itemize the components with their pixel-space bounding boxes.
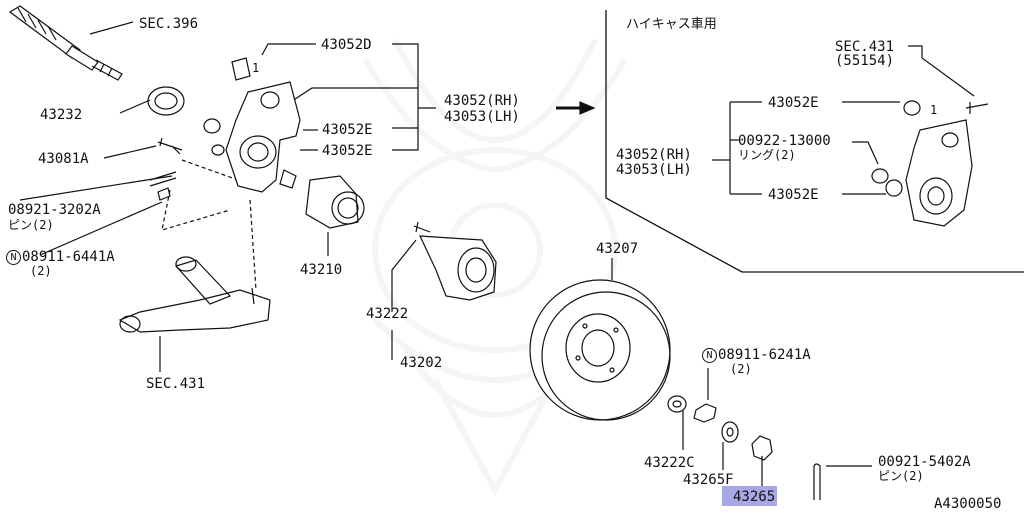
cotter-pin-icon: [813, 463, 821, 500]
label-43222[interactable]: 43222: [366, 306, 409, 322]
callout-number: 1: [252, 61, 260, 75]
drive-shaft-icon: [8, 5, 123, 81]
label-43052d[interactable]: 43052D: [321, 37, 372, 53]
hub-flange-icon: [413, 221, 497, 301]
inset-label-43052e-top[interactable]: 43052E: [768, 95, 819, 111]
label-pin-2b: ピン(2): [878, 469, 924, 483]
label-43052e-b[interactable]: 43052E: [322, 143, 373, 159]
label-43222c[interactable]: 43222C: [644, 455, 695, 471]
label-qty-2b: (2): [730, 362, 752, 376]
n-mark-icon: N: [702, 348, 717, 363]
brake-rotor-icon: [529, 279, 671, 421]
hub-bearing-icon: [305, 175, 365, 229]
nut-icon: [157, 187, 171, 201]
inset-label-00922-13000[interactable]: 00922-13000: [738, 133, 831, 149]
label-43081a[interactable]: 43081A: [38, 151, 89, 167]
label-qty-2: (2): [30, 264, 52, 278]
arrow-right-icon: [579, 101, 596, 115]
label-43232[interactable]: 43232: [40, 107, 83, 123]
nut-icon: [751, 435, 773, 461]
washer-icon: [721, 421, 739, 443]
inset-title: ハイキャス車用: [626, 17, 717, 32]
label-00921-5402a[interactable]: 00921-5402A: [878, 454, 971, 470]
knuckle-icon: [203, 57, 301, 193]
inset-label-ring-2: リング(2): [738, 148, 796, 162]
inset-label-55154[interactable]: (55154): [835, 53, 895, 69]
nut-icon: [693, 403, 717, 423]
label-43202[interactable]: 43202: [400, 355, 443, 371]
diagram-id: A4300050: [934, 496, 1002, 512]
washer-icon: [147, 86, 185, 116]
label-sec431-lower[interactable]: SEC.431: [146, 376, 206, 392]
label-43052e-a[interactable]: 43052E: [322, 122, 373, 138]
lower-arm-icon: [118, 256, 271, 333]
label-43265[interactable]: 43265: [733, 489, 776, 505]
label-08921-3202a[interactable]: 08921-3202A: [8, 202, 101, 218]
label-43210[interactable]: 43210: [300, 262, 343, 278]
label-43265f[interactable]: 43265F: [683, 472, 734, 488]
inset-label-sec431[interactable]: SEC.431: [835, 39, 895, 55]
label-sec396[interactable]: SEC.396: [139, 16, 199, 32]
label-43053-lh[interactable]: 43053(LH): [444, 109, 520, 125]
inset-label-43052-rh[interactable]: 43052(RH): [616, 147, 692, 163]
washer-icon: [667, 395, 687, 413]
n-mark-icon: N: [6, 250, 21, 265]
label-pin-2: ピン(2): [8, 218, 54, 232]
inset-label-43052e-bottom[interactable]: 43052E: [768, 187, 819, 203]
label-43207[interactable]: 43207: [596, 241, 639, 257]
inset-label-43053-lh[interactable]: 43053(LH): [616, 162, 692, 178]
inset-callout-number: 1: [930, 103, 938, 117]
knuckle-icon: [871, 100, 989, 227]
part-highlight: [722, 486, 777, 506]
label-43052-rh[interactable]: 43052(RH): [444, 93, 520, 109]
